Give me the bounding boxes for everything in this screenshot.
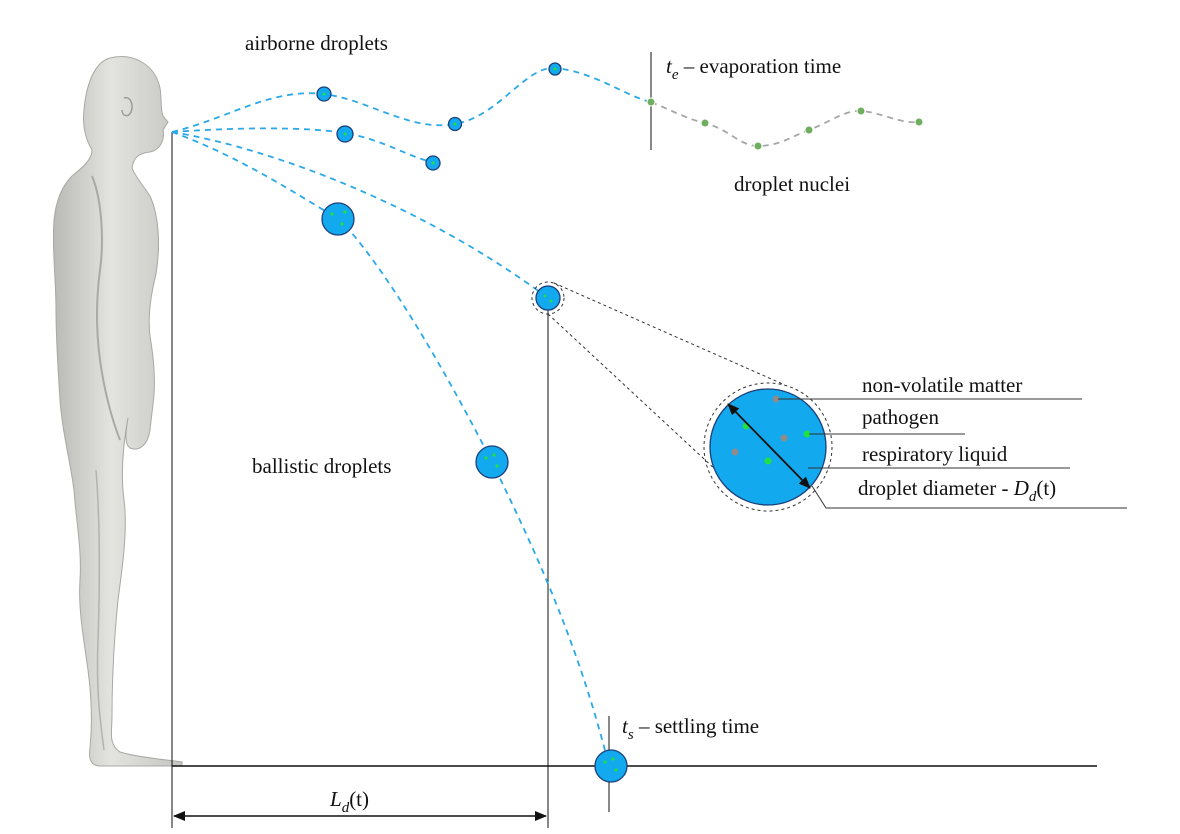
droplet-nucleus bbox=[856, 106, 866, 116]
droplet-nucleus bbox=[753, 141, 763, 151]
label-droplet-nuclei: droplet nuclei bbox=[734, 172, 850, 196]
droplet-nucleus bbox=[700, 118, 710, 128]
human-leg-line bbox=[95, 469, 105, 751]
pathogen-speck bbox=[603, 760, 607, 764]
label-non-volatile-matter: non-volatile matter bbox=[862, 373, 1022, 397]
pathogen-speck bbox=[453, 122, 457, 126]
airborne-trajectory-mid bbox=[171, 127, 434, 163]
pathogen-speck bbox=[322, 92, 326, 96]
human-arm bbox=[91, 175, 121, 441]
diameter-subscript: d bbox=[1029, 489, 1037, 505]
inset-leaders bbox=[778, 398, 1127, 509]
pathogen-speck bbox=[330, 212, 334, 216]
diameter-arrow bbox=[727, 403, 811, 489]
settling-symbol: t bbox=[622, 714, 629, 738]
airborne-trajectory-top bbox=[171, 67, 652, 133]
label-droplet-diameter: droplet diameter - Dd(t) bbox=[858, 476, 1056, 505]
settled-droplet bbox=[594, 749, 628, 783]
nuclei-trajectory bbox=[650, 101, 920, 147]
inset-droplet bbox=[703, 382, 833, 512]
ballistic-droplet bbox=[475, 445, 509, 479]
non-volatile-particle bbox=[780, 434, 788, 442]
evaporation-text: – evaporation time bbox=[679, 54, 842, 78]
airborne-trajectory-low bbox=[171, 131, 549, 299]
inset-dashed-ring bbox=[703, 382, 833, 512]
pathogen-speck bbox=[484, 456, 488, 460]
diameter-symbol: D bbox=[1013, 476, 1029, 500]
non-volatile-particle bbox=[731, 448, 739, 456]
droplet-nucleus bbox=[914, 117, 924, 127]
evaporation-symbol: t bbox=[666, 54, 673, 78]
droplet-nucleus bbox=[646, 97, 656, 107]
ballistic-trajectory bbox=[171, 131, 610, 767]
distance-suffix: (t) bbox=[349, 787, 369, 811]
pathogen-speck bbox=[492, 453, 496, 457]
label-pathogen: pathogen bbox=[862, 405, 939, 429]
pathogen-speck bbox=[614, 768, 618, 772]
zoom-line-top bbox=[553, 282, 786, 386]
pathogen-speck bbox=[549, 299, 553, 303]
trajectories bbox=[171, 67, 920, 767]
pathogen-speck bbox=[343, 132, 347, 136]
settling-subscript: s bbox=[628, 727, 634, 743]
human-ear bbox=[121, 96, 133, 117]
diameter-suffix: (t) bbox=[1036, 476, 1056, 500]
human-figure bbox=[52, 56, 183, 767]
highlighted-droplet bbox=[535, 285, 561, 311]
distance-symbol: L bbox=[329, 787, 342, 811]
droplets bbox=[316, 62, 628, 783]
label-settling-time: ts – settling time bbox=[622, 714, 759, 743]
label-respiratory-liquid: respiratory liquid bbox=[862, 442, 1008, 466]
leader-diameter bbox=[811, 485, 1127, 509]
human-body-silhouette bbox=[52, 56, 183, 767]
droplet-nucleus bbox=[804, 125, 814, 135]
pathogen-speck bbox=[340, 222, 344, 226]
pathogen-speck bbox=[495, 464, 499, 468]
pathogen-speck bbox=[343, 210, 347, 214]
pathogen-speck bbox=[543, 294, 547, 298]
droplet-nuclei-points bbox=[646, 97, 924, 151]
settling-text: – settling time bbox=[634, 714, 759, 738]
pathogen-speck bbox=[611, 757, 615, 761]
label-airborne-droplets: airborne droplets bbox=[245, 31, 388, 55]
label-ballistic-droplets: ballistic droplets bbox=[252, 454, 391, 478]
pathogen-speck bbox=[431, 161, 435, 165]
ballistic-droplet bbox=[321, 202, 355, 236]
pathogen-speck bbox=[553, 67, 557, 71]
pathogen-particle bbox=[764, 457, 772, 465]
label-evaporation-time: te – evaporation time bbox=[666, 54, 841, 83]
distance-subscript: d bbox=[342, 800, 350, 816]
zoom-line-bottom bbox=[547, 313, 746, 498]
non-volatile-particle bbox=[772, 395, 780, 403]
diameter-prefix: droplet diameter - bbox=[858, 476, 1014, 500]
label-distance: Ld(t) bbox=[329, 787, 369, 816]
evaporation-subscript: e bbox=[672, 67, 679, 83]
